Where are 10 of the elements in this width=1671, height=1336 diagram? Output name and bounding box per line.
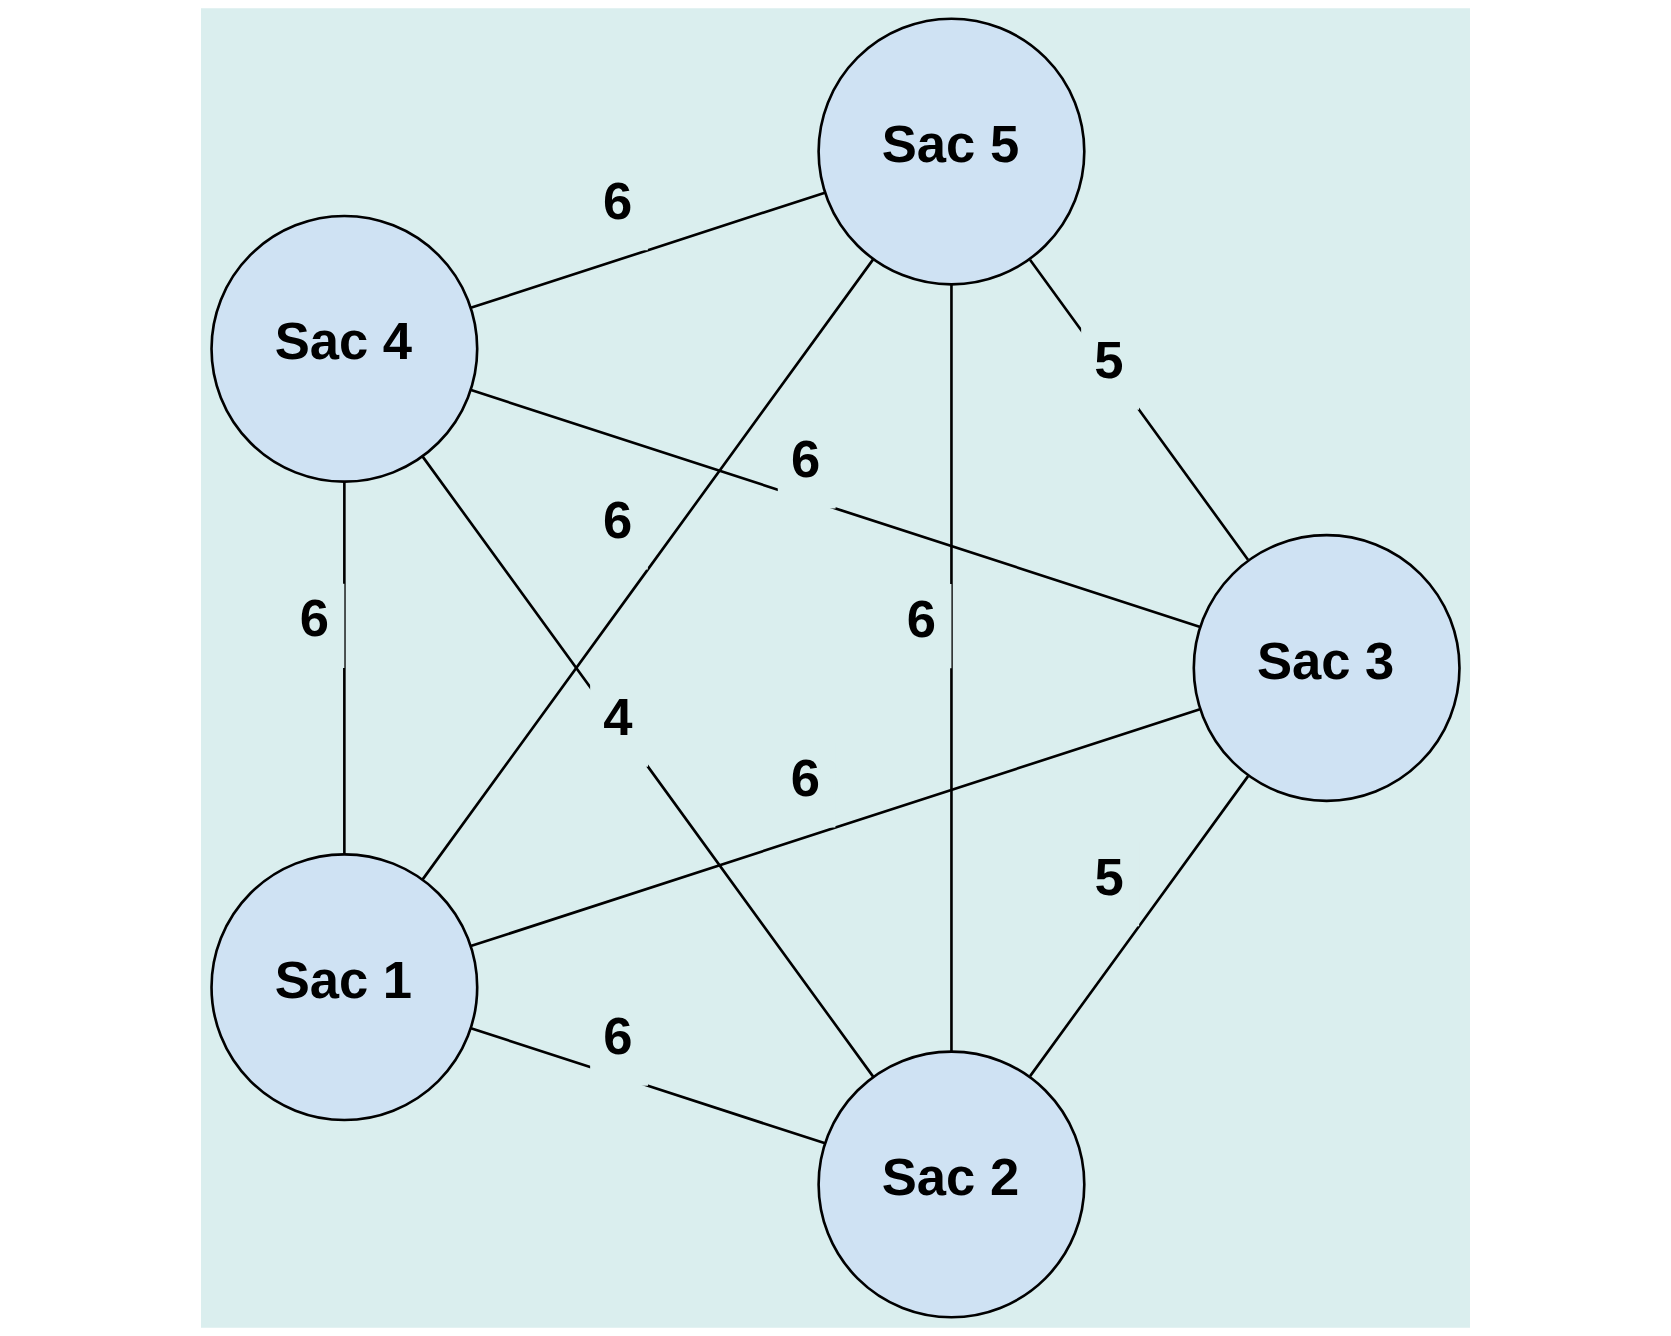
edge-label: 6 — [603, 1006, 633, 1066]
edge-label: 6 — [906, 588, 936, 648]
edge-label: 4 — [603, 687, 633, 747]
edge-label: 6 — [790, 428, 821, 488]
edge-label: 6 — [790, 748, 820, 808]
edge-label: 5 — [1094, 846, 1124, 906]
edge-label: 6 — [299, 588, 329, 648]
edge-label: 6 — [603, 170, 633, 230]
edge-label: 5 — [1094, 330, 1124, 390]
edge-label: 6 — [603, 489, 633, 549]
